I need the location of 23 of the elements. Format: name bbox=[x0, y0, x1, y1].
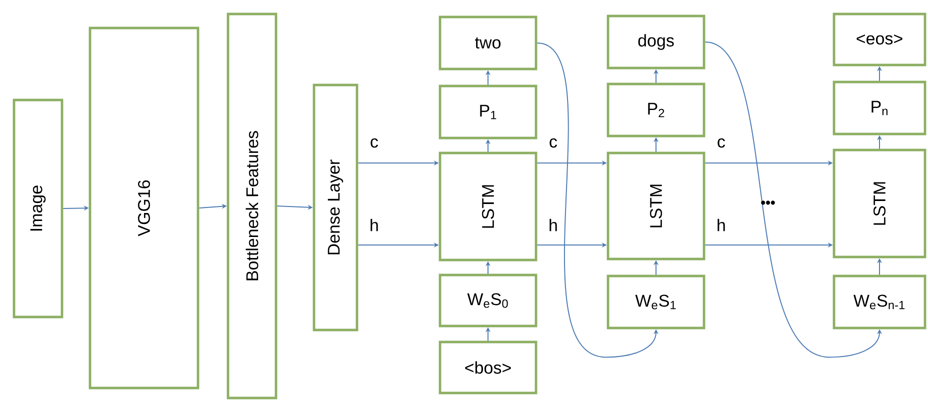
token-box: P$_{1}$ bbox=[438, 84, 538, 140]
edge-label: h bbox=[718, 218, 725, 232]
layer-box: Bottleneck Features bbox=[226, 12, 278, 400]
edge-label: c bbox=[550, 138, 557, 148]
token-box: W$_{e}$S$_{1}$ bbox=[606, 274, 706, 330]
token-box: P$_{2}$ bbox=[606, 82, 706, 138]
token-box: W$_{e}$S$_{n-1}$ bbox=[832, 274, 926, 330]
layer-box: Image bbox=[12, 98, 64, 318]
token-box: <eos> bbox=[832, 12, 926, 66]
layer-box: VGG16 bbox=[88, 26, 200, 390]
edge-label: c bbox=[370, 138, 378, 148]
edge-label: c bbox=[718, 138, 725, 148]
token-box: dogs bbox=[606, 14, 706, 70]
layer-box: LSTM bbox=[438, 152, 538, 262]
token-box: W$_{e}$S$_{0}$ bbox=[438, 274, 538, 328]
token-box: two bbox=[438, 16, 538, 70]
token-box: P$_{n}$ bbox=[832, 80, 926, 136]
token-box: <bos> bbox=[438, 340, 538, 394]
edge-label: h bbox=[370, 218, 378, 232]
edge-label: h bbox=[550, 218, 557, 232]
layer-box: Dense Layer bbox=[312, 84, 358, 332]
layer-box: LSTM bbox=[606, 152, 706, 260]
layer-box: LSTM bbox=[832, 148, 926, 258]
